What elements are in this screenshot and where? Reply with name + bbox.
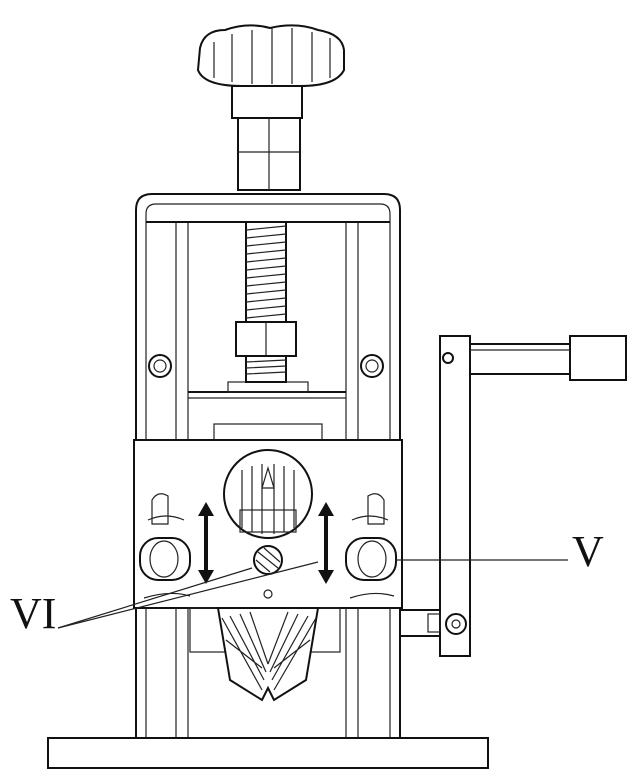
base-plate (47, 737, 489, 769)
left-roller (139, 537, 191, 581)
threaded-rod (235, 221, 297, 383)
adjustment-arrow-left (198, 502, 214, 584)
right-roller (345, 537, 397, 581)
callout-label-vi: VI (10, 589, 57, 638)
frame-bolt-right (360, 354, 384, 378)
frame-bolt-left (148, 354, 172, 378)
cutting-wheel (189, 607, 341, 702)
crank-handle (399, 335, 627, 657)
blade-housing-plate (133, 439, 403, 609)
lower-legs (135, 608, 401, 738)
adjustment-arrow-right (318, 502, 334, 584)
top-hex-nut (237, 117, 301, 191)
callout-label-v: V (572, 527, 604, 576)
callout-leader-vi (57, 561, 319, 629)
adjustment-knob (196, 24, 345, 119)
